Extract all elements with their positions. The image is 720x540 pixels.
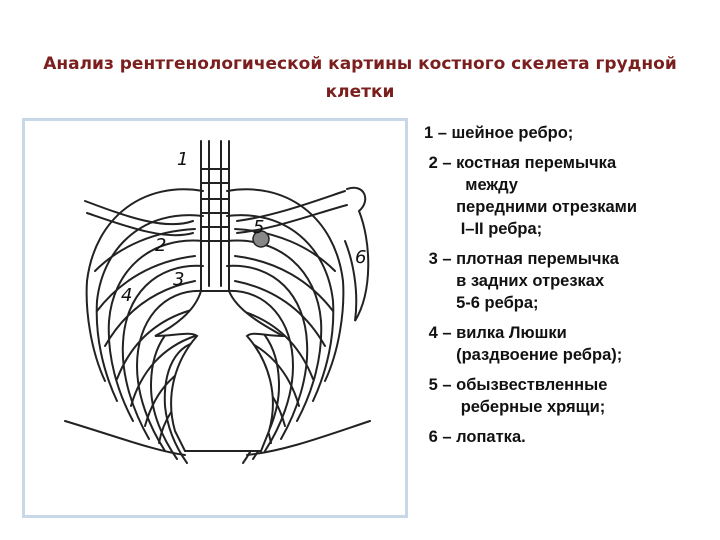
title-line-2: клетки [325, 82, 395, 102]
heart-silhouette [154, 290, 287, 452]
label-5: 5 [253, 217, 264, 238]
label-1: 1 [177, 149, 188, 170]
label-6: 6 [355, 247, 366, 268]
label-2: 2 [155, 235, 166, 256]
chest-xray-diagram: 1 2 3 4 5 6 [22, 118, 408, 518]
rib-cage-drawing: 1 2 3 4 5 6 [64, 140, 371, 464]
diaphragm [64, 420, 371, 456]
title-line-1: Анализ рентгенологической картины костно… [43, 54, 677, 74]
left-clavicle [84, 200, 194, 237]
legend-item-3: 3 – плотная перемычка в задних отрезках … [428, 250, 619, 312]
legend-item-1: 1 – шейное ребро; [424, 124, 574, 142]
legend-item-2: 2 – костная перемычка между передними от… [428, 154, 637, 238]
right-clavicle [236, 190, 348, 234]
legend-item-6: 6 – лопатка. [424, 428, 526, 446]
trachea [200, 140, 230, 292]
label-4: 4 [121, 285, 132, 306]
label-3: 3 [173, 269, 184, 290]
slide-title: Анализ рентгенологической картины костно… [40, 50, 680, 106]
legend-item-4: 4 – вилка Люшки (раздвоение ребра); [428, 324, 623, 364]
scapula [344, 186, 370, 322]
calcified-cartilage [252, 230, 270, 248]
legend-item-5: 5 – обызвествленные реберные хрящи; [428, 376, 608, 416]
legend: 1 – шейное ребро; 2 – костная перемычка … [424, 122, 704, 456]
